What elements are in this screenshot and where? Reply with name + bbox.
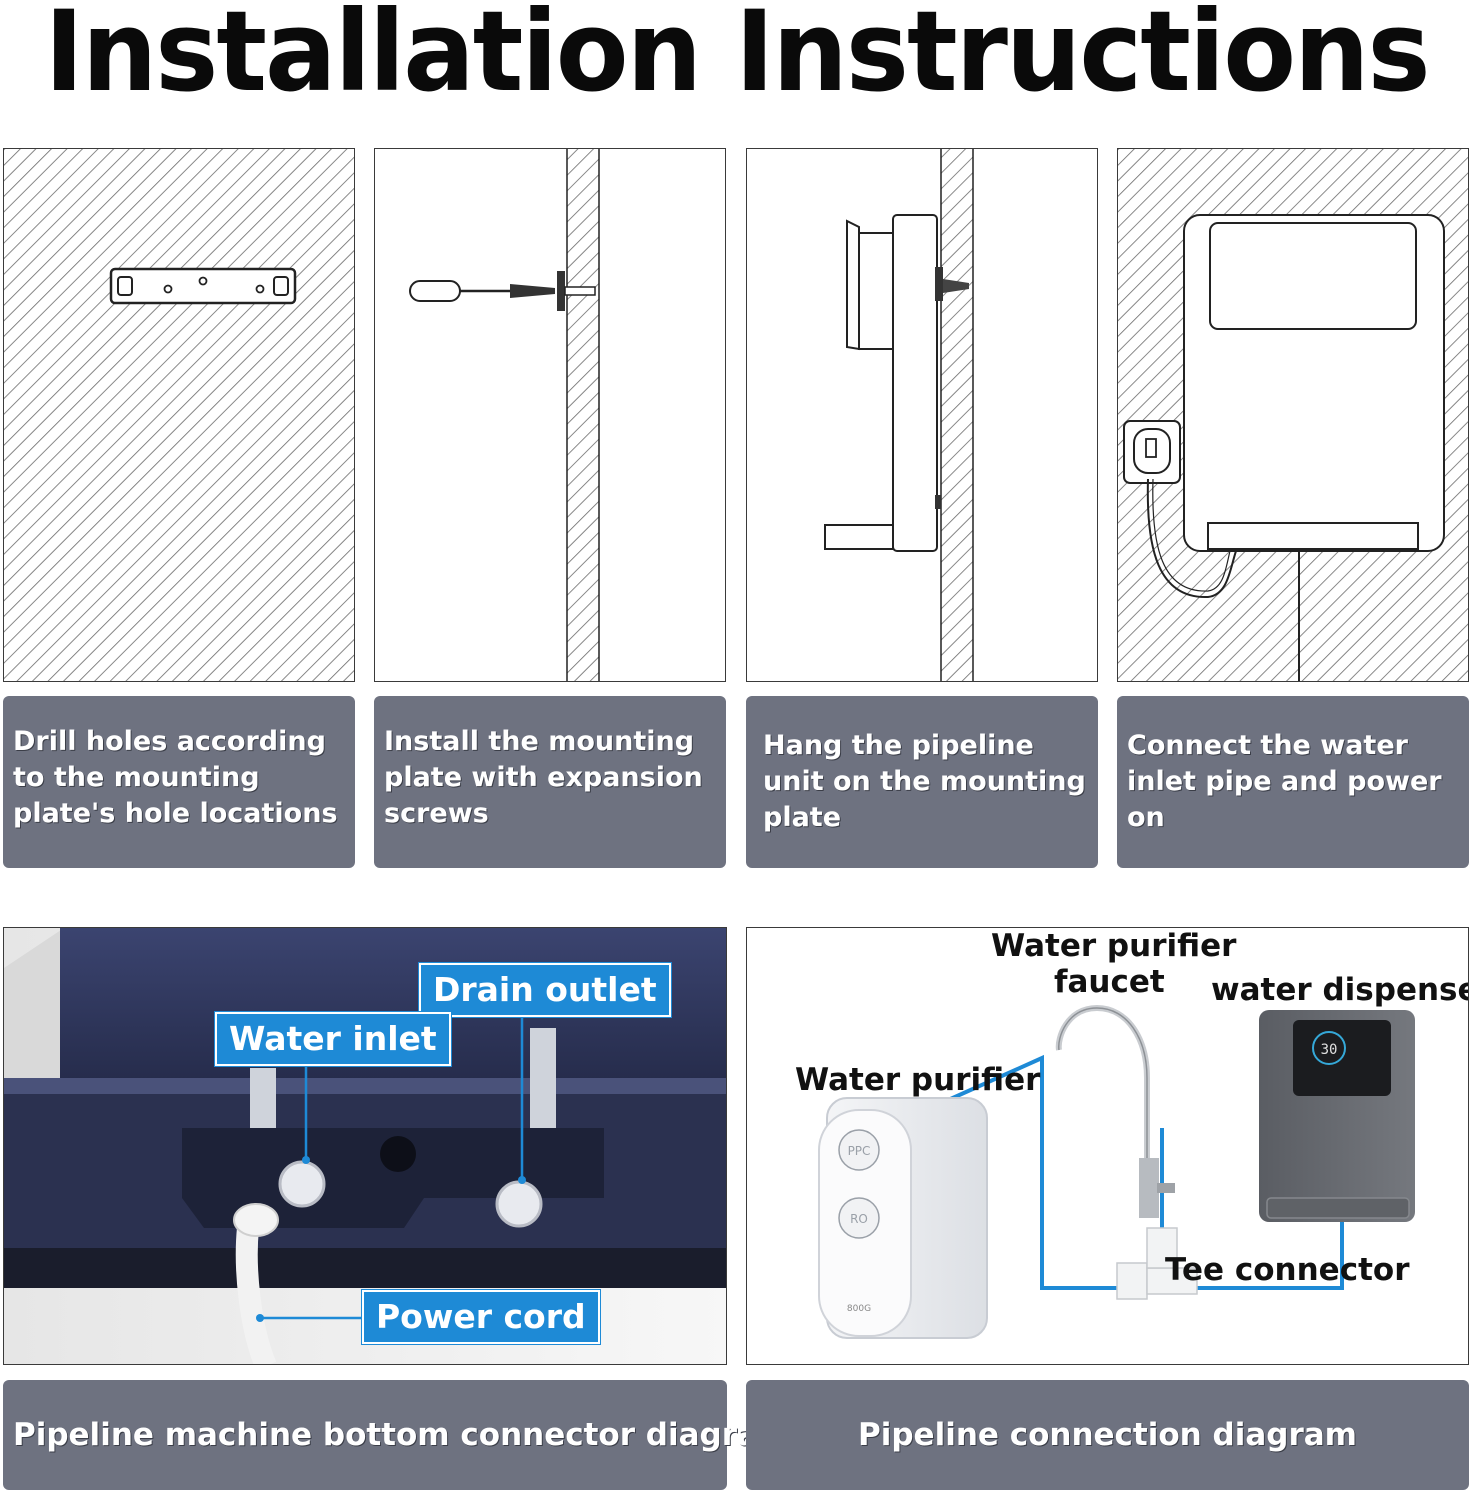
step-3-caption: Hang the pipeline unit on the mounting p… bbox=[746, 696, 1098, 868]
filter-ppc-mark: PPC bbox=[848, 1144, 871, 1158]
faucet-label-line2: faucet bbox=[1054, 964, 1165, 1000]
power-cord-label: Power cord bbox=[362, 1290, 600, 1344]
tee-connector-label: Tee connector bbox=[1165, 1252, 1410, 1288]
step-2-illustration bbox=[374, 148, 726, 682]
pipeline-connection-caption: Pipeline connection diagram bbox=[746, 1380, 1469, 1490]
step-2-caption: Install the mounting plate with expansio… bbox=[374, 696, 726, 868]
purifier-model-mark: 800G bbox=[847, 1304, 871, 1314]
bottom-connector-caption: Pipeline machine bottom connector diagra… bbox=[3, 1380, 790, 1490]
step-3-illustration bbox=[746, 148, 1098, 682]
faucet-label-line1: Water purifier bbox=[991, 928, 1237, 964]
step-4-illustration bbox=[1117, 148, 1469, 682]
page-title: Installation Instructions bbox=[44, 0, 1430, 117]
drain-outlet-label: Drain outlet bbox=[419, 963, 671, 1017]
step-1-caption: Drill holes according to the mounting pl… bbox=[3, 696, 355, 868]
dispenser-label: water dispenser bbox=[1211, 972, 1469, 1008]
water-inlet-label: Water inlet bbox=[215, 1012, 451, 1066]
pipeline-connection-diagram: PPC RO 800G 30 Water purifier faucet wat… bbox=[746, 927, 1469, 1365]
filter-ro-mark: RO bbox=[850, 1212, 868, 1226]
bottom-connector-photo: Drain outlet Water inlet Power cord bbox=[3, 927, 727, 1365]
step-4-caption: Connect the water inlet pipe and power o… bbox=[1117, 696, 1469, 868]
step-1-illustration bbox=[3, 148, 355, 682]
purifier-label: Water purifier bbox=[795, 1062, 1041, 1098]
dispenser-display: 30 bbox=[1321, 1042, 1338, 1058]
